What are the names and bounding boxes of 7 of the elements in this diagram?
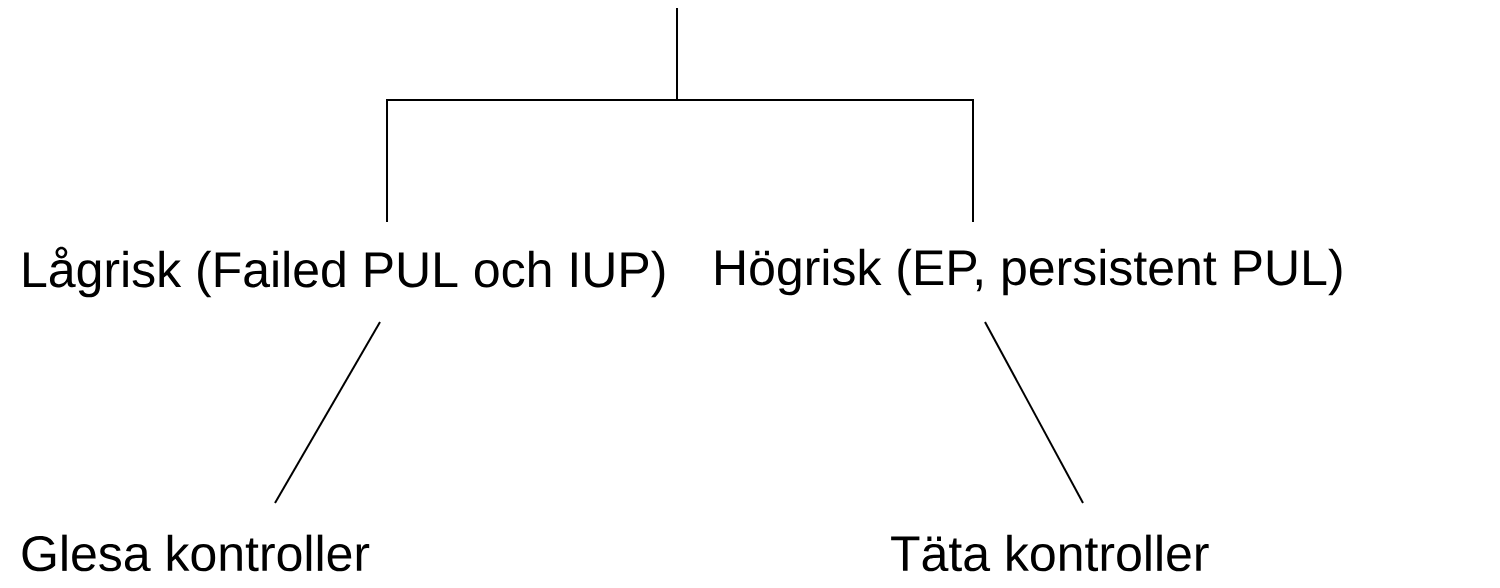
connector-line bbox=[676, 7, 974, 223]
node-label: Lågrisk (Failed PUL och IUP) bbox=[24, 246, 665, 298]
node-label: Högrisk (EP, persistent PUL) bbox=[716, 248, 1342, 296]
connector-line bbox=[984, 321, 1084, 504]
node-label: Täta kontroller bbox=[891, 534, 1209, 572]
node-label: Glesa kontroller bbox=[22, 534, 370, 572]
connector-line bbox=[274, 321, 381, 504]
